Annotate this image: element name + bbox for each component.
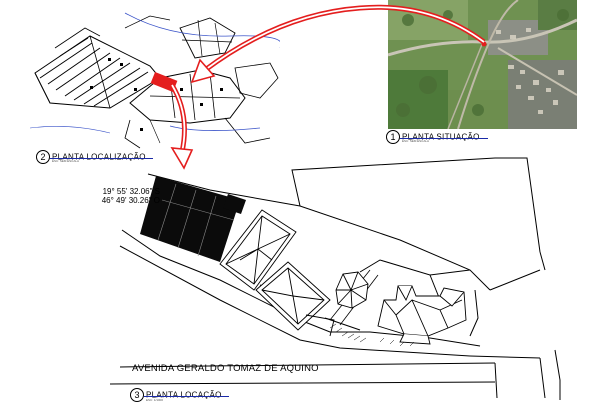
longitude: 46° 49' 30.26" O <box>101 196 160 205</box>
aerial-photo <box>388 0 577 129</box>
title-underline <box>144 396 229 397</box>
plan-scale: ESC: SEM ESCALA <box>52 159 80 163</box>
building-b <box>255 261 335 337</box>
building-c <box>377 285 467 345</box>
plan-scale: ESC: 1/1000 <box>146 398 164 402</box>
plan-number-badge: 2 <box>36 149 50 164</box>
plan-scale: ESC: SEM ESCALA <box>402 139 430 143</box>
title-underline <box>400 138 488 139</box>
street-name: AVENIDA GERALDO TOMAZ DE AQUINO <box>132 363 319 374</box>
plan-number-badge: 1 <box>386 129 400 144</box>
plan-title: PLANTA SITUAÇÃO <box>402 132 480 142</box>
latitude: 19° 55' 32.06" S <box>102 187 160 196</box>
location-map <box>30 12 280 149</box>
plan-title: PLANTA LOCALIZAÇÃO <box>52 152 146 162</box>
coordinates: 19° 55' 32.06" S 46° 49' 30.26" O <box>60 187 160 205</box>
building-a <box>219 209 297 291</box>
gazebo <box>335 271 369 309</box>
plan-number-badge: 3 <box>130 387 144 402</box>
title-underline <box>50 158 153 159</box>
site-plan <box>109 157 561 400</box>
sports-courts <box>140 176 246 262</box>
plan-title: PLANTA LOCAÇÃO <box>146 390 222 400</box>
